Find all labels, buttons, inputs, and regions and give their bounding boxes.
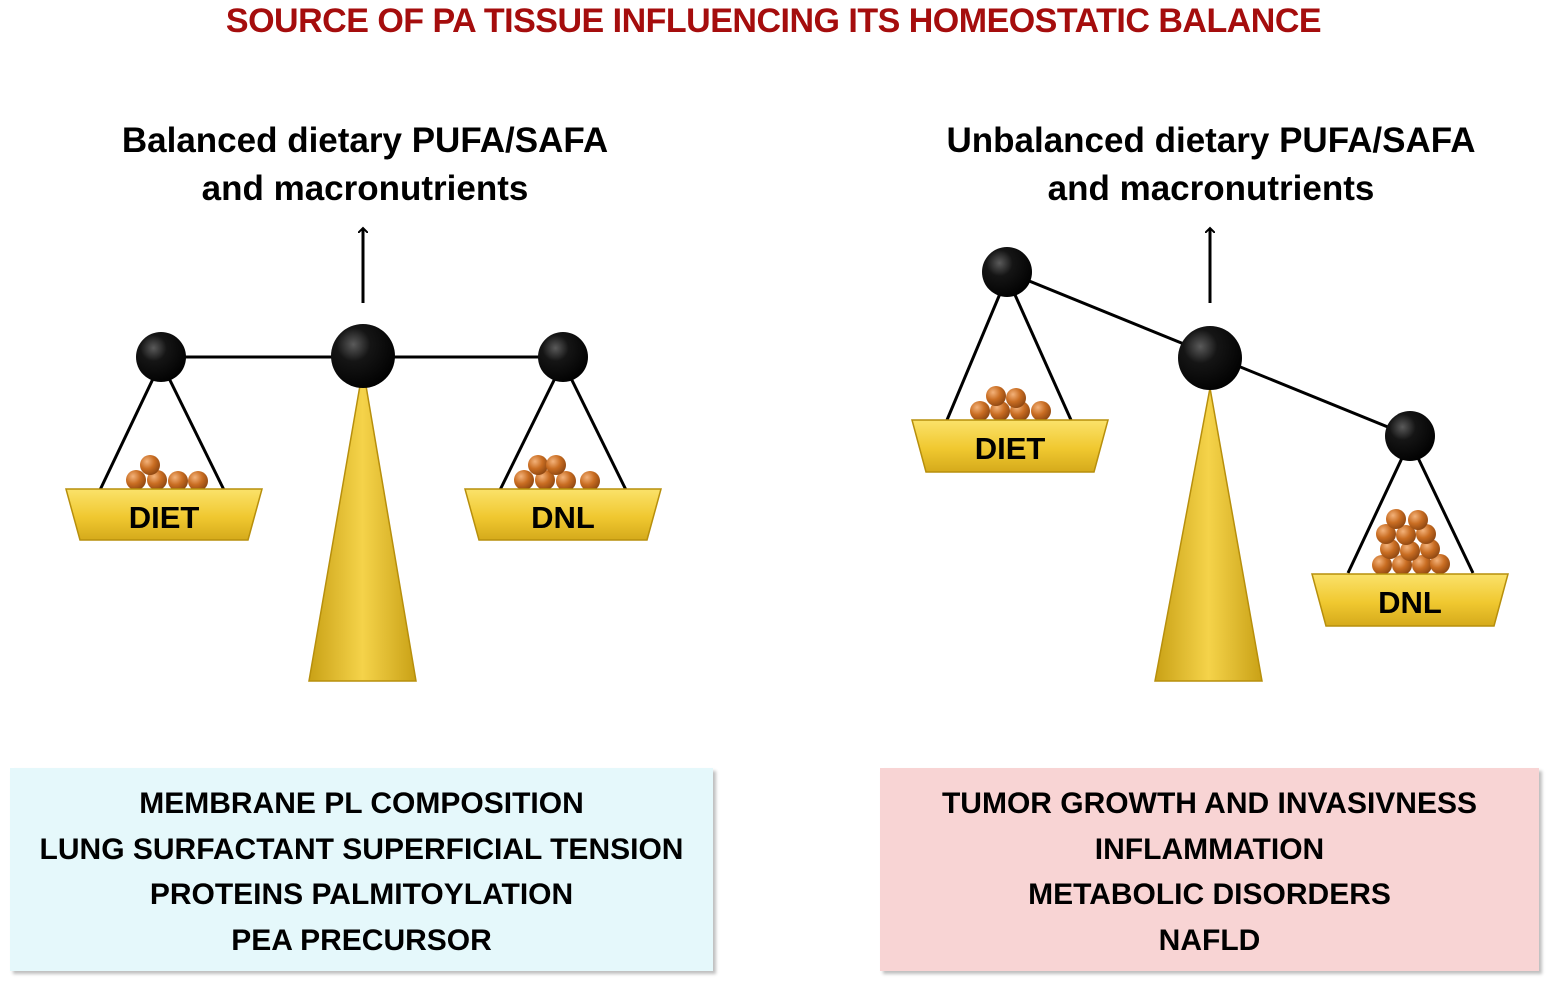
unbalanced-effect-item: METABOLIC DISORDERS [1028, 878, 1391, 911]
unbalanced-heading: Unbalanced dietary PUFA/SAFA and macronu… [831, 117, 1547, 213]
unbalanced-left-strings [945, 276, 1073, 421]
unbalanced-diet-droplets [970, 386, 1051, 421]
balanced-dnl-pan [464, 488, 662, 541]
balanced-heading-line-1: Balanced dietary PUFA/SAFA [121, 121, 609, 160]
balanced-heading-line-2: and macronutrients [201, 169, 529, 208]
unbalanced-effect-item: INFLAMMATION [1094, 832, 1325, 866]
unbalanced-dnl-label: DNL [1378, 585, 1442, 620]
unbalanced-effect-item: TUMOR GROWTH AND INVASIVNESS [941, 787, 1477, 820]
balanced-diet-label: DIET [129, 500, 200, 535]
unbalanced-effects-box: TUMOR GROWTH AND INVASIVNESS INFLAMMATIO… [880, 768, 1539, 971]
balanced-stand [308, 367, 417, 682]
unbalanced-center-pivot-ball [1178, 326, 1242, 390]
balanced-dnl-label: DNL [531, 500, 595, 535]
balanced-left-strings [98, 361, 226, 491]
unbalanced-right-strings [1346, 440, 1475, 574]
balanced-left-pivot-ball [136, 332, 186, 382]
unbalanced-effect-item: NAFLD [1158, 923, 1261, 957]
unbalanced-left-pivot-ball [982, 247, 1032, 297]
unbalanced-scale: DIET DNL [911, 228, 1509, 682]
unbalanced-heading-line-1: Unbalanced dietary PUFA/SAFA [946, 121, 1476, 160]
unbalanced-diet-label: DIET [975, 431, 1046, 466]
balanced-right-pivot-ball [538, 332, 588, 382]
unbalanced-dnl-pan [1311, 573, 1509, 627]
balanced-heading: Balanced dietary PUFA/SAFA and macronutr… [0, 117, 745, 213]
balanced-center-pivot-ball [331, 324, 395, 388]
unbalanced-heading-line-2: and macronutrients [1047, 169, 1375, 208]
balanced-scale: DIET DNL [65, 228, 662, 682]
unbalanced-diet-pan [911, 419, 1109, 473]
balanced-effect-item: PEA PRECURSOR [231, 923, 492, 957]
figure-title: SOURCE OF PA TISSUE INFLUENCING ITS HOME… [225, 2, 1322, 40]
unbalanced-stand [1154, 387, 1263, 682]
balanced-effect-item: MEMBRANE PL COMPOSITION [139, 787, 584, 820]
balanced-dnl-droplets [514, 455, 600, 491]
balanced-diet-pan [65, 488, 263, 541]
scales-illustration: DIET DNL [65, 0, 1509, 682]
unbalanced-dnl-droplets [1372, 509, 1450, 575]
balanced-effect-item: LUNG SURFACTANT SUPERFICIAL TENSION [39, 832, 684, 866]
balanced-effect-item: PROTEINS PALMITOYLATION [149, 878, 574, 911]
balanced-right-strings [498, 361, 628, 491]
unbalanced-right-pivot-ball [1385, 411, 1435, 461]
balanced-diet-droplets [126, 455, 208, 491]
balanced-effects-box: MEMBRANE PL COMPOSITION LUNG SURFACTANT … [10, 768, 713, 971]
